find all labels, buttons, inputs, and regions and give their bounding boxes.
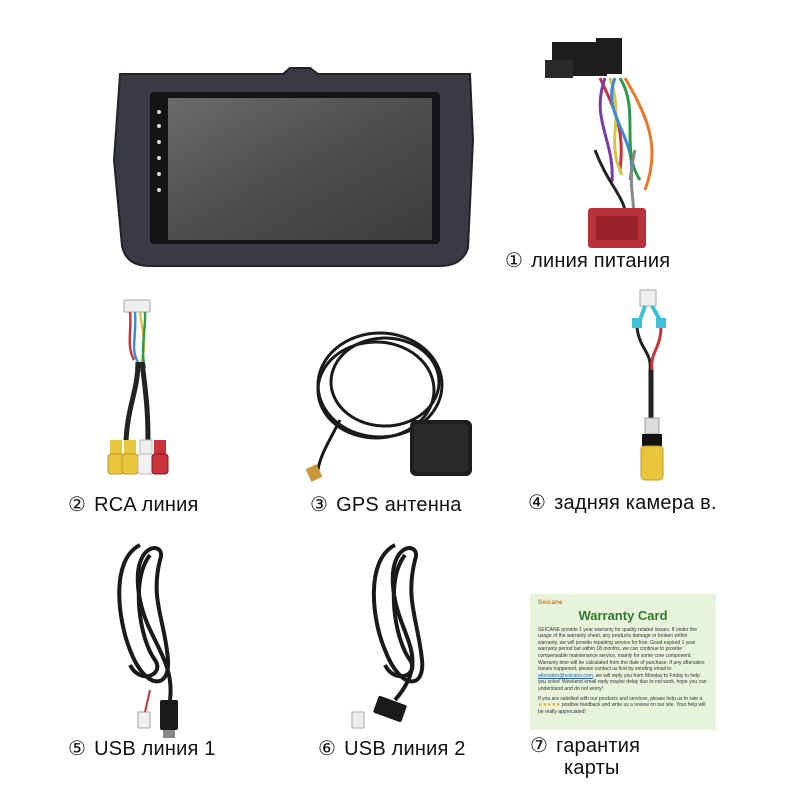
card-title: Warranty Card: [578, 607, 668, 623]
card-brand: Seicane: [538, 599, 563, 606]
star-rating: ★★★★★: [538, 702, 561, 709]
card-email: aftersales@seicane.com: [538, 672, 593, 679]
warranty-card: Seicane Warranty Card SEICANE provide 1 …: [530, 594, 716, 730]
card-paragraph-1: SEICANE provide 1 year warranty for qual…: [538, 626, 707, 692]
card-paragraph-2: If you are satisfied with our products a…: [538, 695, 706, 715]
